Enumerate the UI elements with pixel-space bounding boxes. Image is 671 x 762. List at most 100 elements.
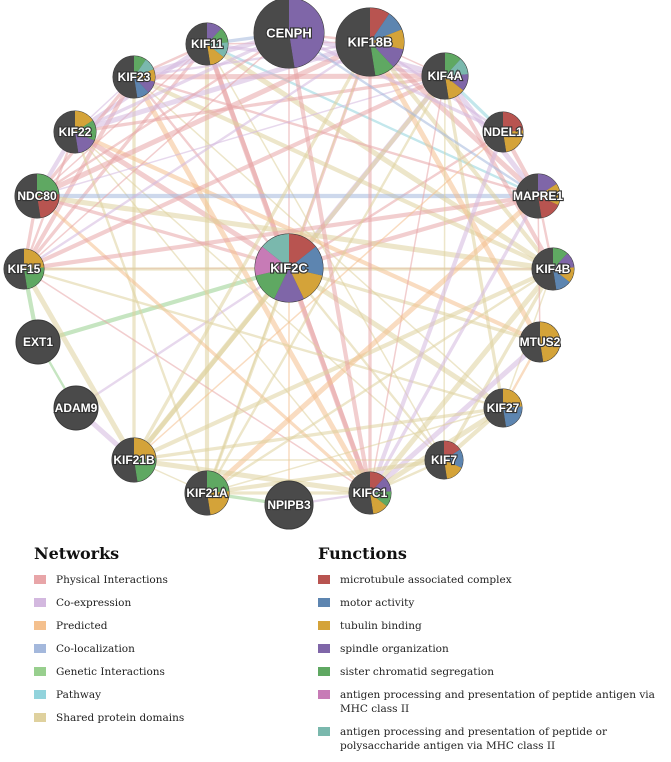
gene-label-kif21b: KIF21B (113, 453, 155, 467)
gene-node-adam9[interactable]: ADAM9 (53, 385, 99, 431)
function-legend-item-microtubule-associated-complex: microtubule associated complex (318, 573, 663, 587)
node-function-wedge-tubulin-binding (444, 460, 462, 479)
edge-ndc80-cenph (35, 31, 291, 198)
function-legend-item-swatch (318, 598, 330, 607)
edge-kif4b-kif21a (205, 267, 555, 495)
node-function-wedge-sister-chromatid-segregation (134, 56, 146, 77)
gene-node-kif27[interactable]: KIF27 (483, 388, 523, 428)
function-legend-item-label: sister chromatid segregation (340, 666, 494, 678)
function-legend-item-antigen-processing-and-presentation-of-peptide-or-: antigen processing and presentation of p… (318, 725, 663, 753)
node-function-wedge-tubulin-binding (503, 389, 522, 408)
gene-network-diagram: CENPHKIF18BKIF4ANDEL1MAPRE1KIF4BMTUS2KIF… (3, 0, 575, 530)
node-function-wedge-antigen-processing-and-presentation-of-p (254, 246, 289, 276)
gene-label-kif11: KIF11 (191, 37, 223, 51)
node-function-wedge-sister-chromatid-segregation (207, 28, 228, 44)
node-dark-sector (185, 23, 211, 65)
node-circle (53, 385, 99, 431)
gene-node-kif4a[interactable]: KIF4A (421, 52, 469, 100)
edge-kif11-mapre1 (205, 42, 540, 198)
node-function-wedge-antigen-processing-and-presentation-of-p (207, 42, 229, 57)
edge-kifc1-cenph (286, 30, 373, 496)
gene-node-kif22[interactable]: KIF22 (53, 110, 97, 154)
gene-node-mapre1[interactable]: MAPRE1 (512, 173, 564, 219)
edge-kifc1-kif21b (131, 457, 373, 496)
gene-label-kif4b: KIF4B (536, 262, 571, 276)
edge-kif15-mapre1 (21, 193, 541, 272)
node-function-wedge-motor-activity (553, 269, 570, 290)
edge-kif4a-kifc1 (369, 75, 446, 494)
node-function-wedge-microtubule-associated-complex (289, 234, 316, 268)
network-legend-item-label: Physical Interactions (56, 574, 168, 586)
edge-kif15-kif18b (22, 40, 372, 271)
gene-label-kif2c: KIF2C (270, 261, 308, 276)
node-dark-sector (519, 322, 544, 362)
node-dark-sector (516, 174, 542, 218)
edge-kif2c-mapre1 (286, 193, 541, 271)
gene-node-npipb3[interactable]: NPIPB3 (264, 480, 314, 530)
functions-legend-title: Functions (318, 544, 407, 563)
gene-node-cenph[interactable]: CENPH (253, 0, 325, 69)
node-function-wedge-sister-chromatid-segregation (75, 120, 96, 141)
gene-node-kif2c[interactable]: KIF2C (254, 233, 324, 303)
network-legend-item-swatch (34, 713, 46, 722)
function-legend-item-label: antigen processing and presentation of p… (340, 726, 608, 752)
node-function-wedge-tubulin-binding (24, 249, 44, 269)
node-function-wedge-motor-activity (503, 406, 522, 427)
node-function-wedge-spindle-organization (370, 477, 391, 493)
node-function-wedge-sister-chromatid-segregation (553, 248, 568, 269)
node-function-wedge-tubulin-binding (538, 184, 561, 205)
function-legend-item-swatch (318, 727, 330, 736)
edge-kif23-kif18b (132, 40, 372, 79)
node-dark-sector (425, 441, 447, 479)
node-dark-sector (254, 0, 295, 68)
gene-node-kif4b[interactable]: KIF4B (531, 247, 575, 291)
gene-label-kif18b: KIF18B (348, 35, 393, 50)
network-legend-item-label: Predicted (56, 620, 108, 632)
node-function-wedge-spindle-organization (538, 174, 557, 196)
edge-ndc80-kif4a (36, 75, 446, 197)
node-function-wedge-spindle-organization (370, 42, 404, 67)
node-dark-sector (112, 56, 138, 98)
gene-node-kifc1[interactable]: KIFC1 (348, 471, 392, 515)
network-legend-item-shared-protein-domains: Shared protein domains (34, 711, 304, 725)
gene-node-kif21b[interactable]: KIF21B (111, 437, 157, 483)
gene-node-ndel1[interactable]: NDEL1 (482, 111, 524, 153)
node-dark-sector (422, 53, 449, 99)
node-function-wedge-sister-chromatid-segregation (255, 268, 289, 299)
gene-node-kif21a[interactable]: KIF21A (184, 470, 230, 516)
node-function-wedge-tubulin-binding (289, 268, 323, 299)
function-legend-item-swatch (318, 621, 330, 630)
edge-ndel1-kifc1 (367, 129, 506, 496)
node-function-wedge-spindle-organization (445, 74, 469, 91)
edge-kif4b-kif7 (442, 267, 555, 462)
node-dark-sector (484, 389, 506, 427)
network-legend-item-swatch (34, 667, 46, 676)
edge-kif18b-kif21b (132, 40, 372, 462)
gene-node-mtus2[interactable]: MTUS2 (519, 321, 562, 363)
edge-ndc80-kif18b (34, 39, 373, 199)
gene-node-kif15[interactable]: KIF15 (3, 248, 45, 290)
gene-node-kif18b[interactable]: KIF18B (335, 7, 405, 77)
node-function-wedge-antigen-processing-and-presentation-of-p (445, 59, 468, 76)
node-function-wedge-spindle-organization (553, 253, 574, 269)
network-nodes: CENPHKIF18BKIF4ANDEL1MAPRE1KIF4BMTUS2KIF… (3, 0, 575, 530)
node-function-wedge-antigen-processing-and-presentation-of-p (262, 234, 289, 268)
function-legend-item-label: microtubule associated complex (340, 574, 512, 586)
gene-node-kif7[interactable]: KIF7 (424, 440, 464, 480)
gene-node-ext1[interactable]: EXT1 (15, 319, 61, 365)
network-legend-item-swatch (34, 598, 46, 607)
gene-node-kif23[interactable]: KIF23 (112, 55, 156, 99)
gene-node-ndc80[interactable]: NDC80 (14, 173, 60, 219)
network-legend-item-co-localization: Co-localization (34, 642, 304, 656)
edge-kif15-kif4a (21, 73, 448, 272)
node-function-wedge-spindle-organization (289, 0, 324, 68)
gene-node-kif11[interactable]: KIF11 (185, 22, 229, 66)
function-legend-item-swatch (318, 575, 330, 584)
edge-kif23-kifc1 (131, 74, 373, 496)
edge-kif27-kif21b (132, 406, 505, 462)
edge-kif22-kif4a (73, 74, 447, 134)
edge-kif4a-kif21a (205, 74, 447, 495)
node-function-wedge-microtubule-associated-complex (538, 196, 559, 218)
